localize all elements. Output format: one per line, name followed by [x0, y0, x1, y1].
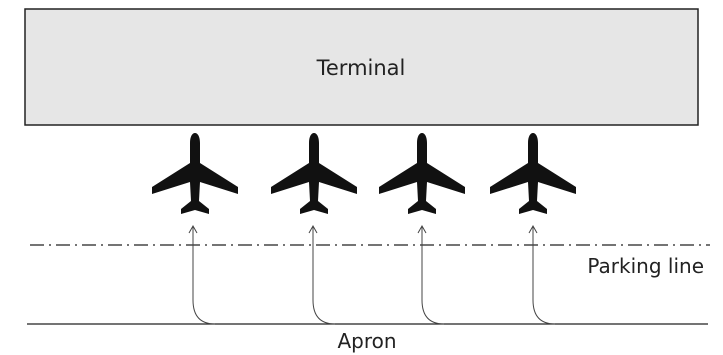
airplane-icon	[379, 133, 465, 214]
airplane-icon	[152, 133, 238, 214]
airplane-icon	[490, 133, 576, 214]
taxi-path-4	[528, 224, 556, 325]
apron-label: Apron	[337, 329, 396, 353]
taxi-path-3	[417, 224, 445, 325]
terminal-building	[24, 8, 699, 126]
taxi-path-1	[188, 224, 216, 325]
airplane-icon	[271, 133, 357, 214]
parking-line-label: Parking line	[587, 254, 704, 278]
terminal-label: Terminal	[316, 56, 406, 80]
taxi-path-2	[308, 224, 336, 325]
